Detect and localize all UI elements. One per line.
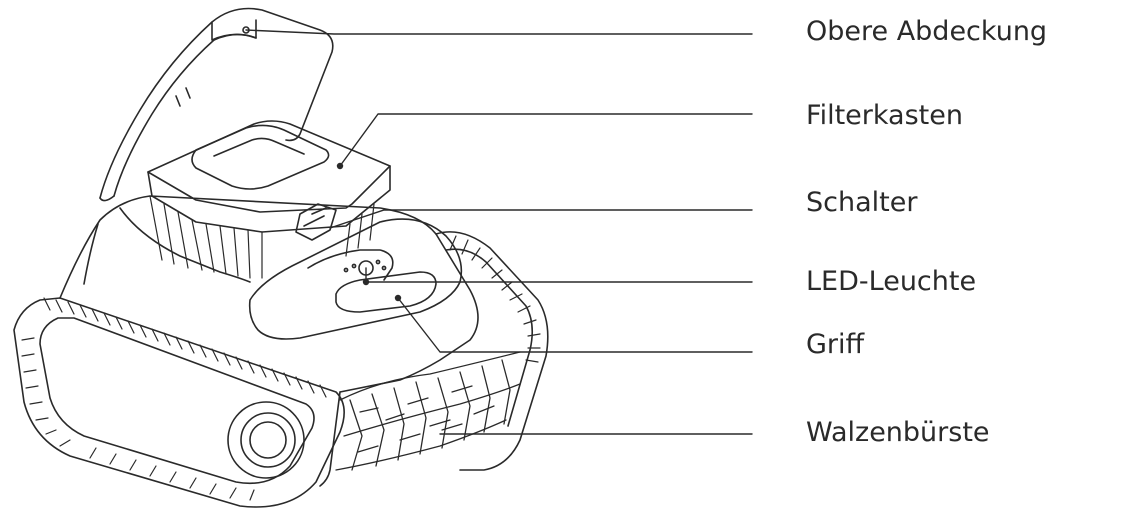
upper-cover: [100, 9, 333, 201]
leader-dots: [337, 163, 401, 301]
roller-brush: [336, 352, 520, 470]
left-track: [14, 298, 344, 507]
leader-filter-box: [340, 114, 752, 166]
label-led-light: LED-Leuchte: [806, 268, 976, 295]
label-switch: Schalter: [806, 189, 917, 216]
label-handle: Griff: [806, 331, 864, 358]
handle-plate: [250, 219, 462, 339]
leader-lines: [246, 30, 752, 434]
label-roller-brush: Walzenbürste: [806, 419, 990, 446]
body-shell: [60, 196, 478, 486]
filter-box: [148, 121, 390, 278]
leader-handle: [398, 298, 752, 352]
leader-led-light: [366, 268, 752, 282]
label-filter-box: Filterkasten: [806, 102, 963, 129]
track-treads: [44, 298, 326, 397]
wheel-hub: [228, 402, 304, 478]
label-upper-cover: Obere Abdeckung: [806, 18, 1047, 45]
